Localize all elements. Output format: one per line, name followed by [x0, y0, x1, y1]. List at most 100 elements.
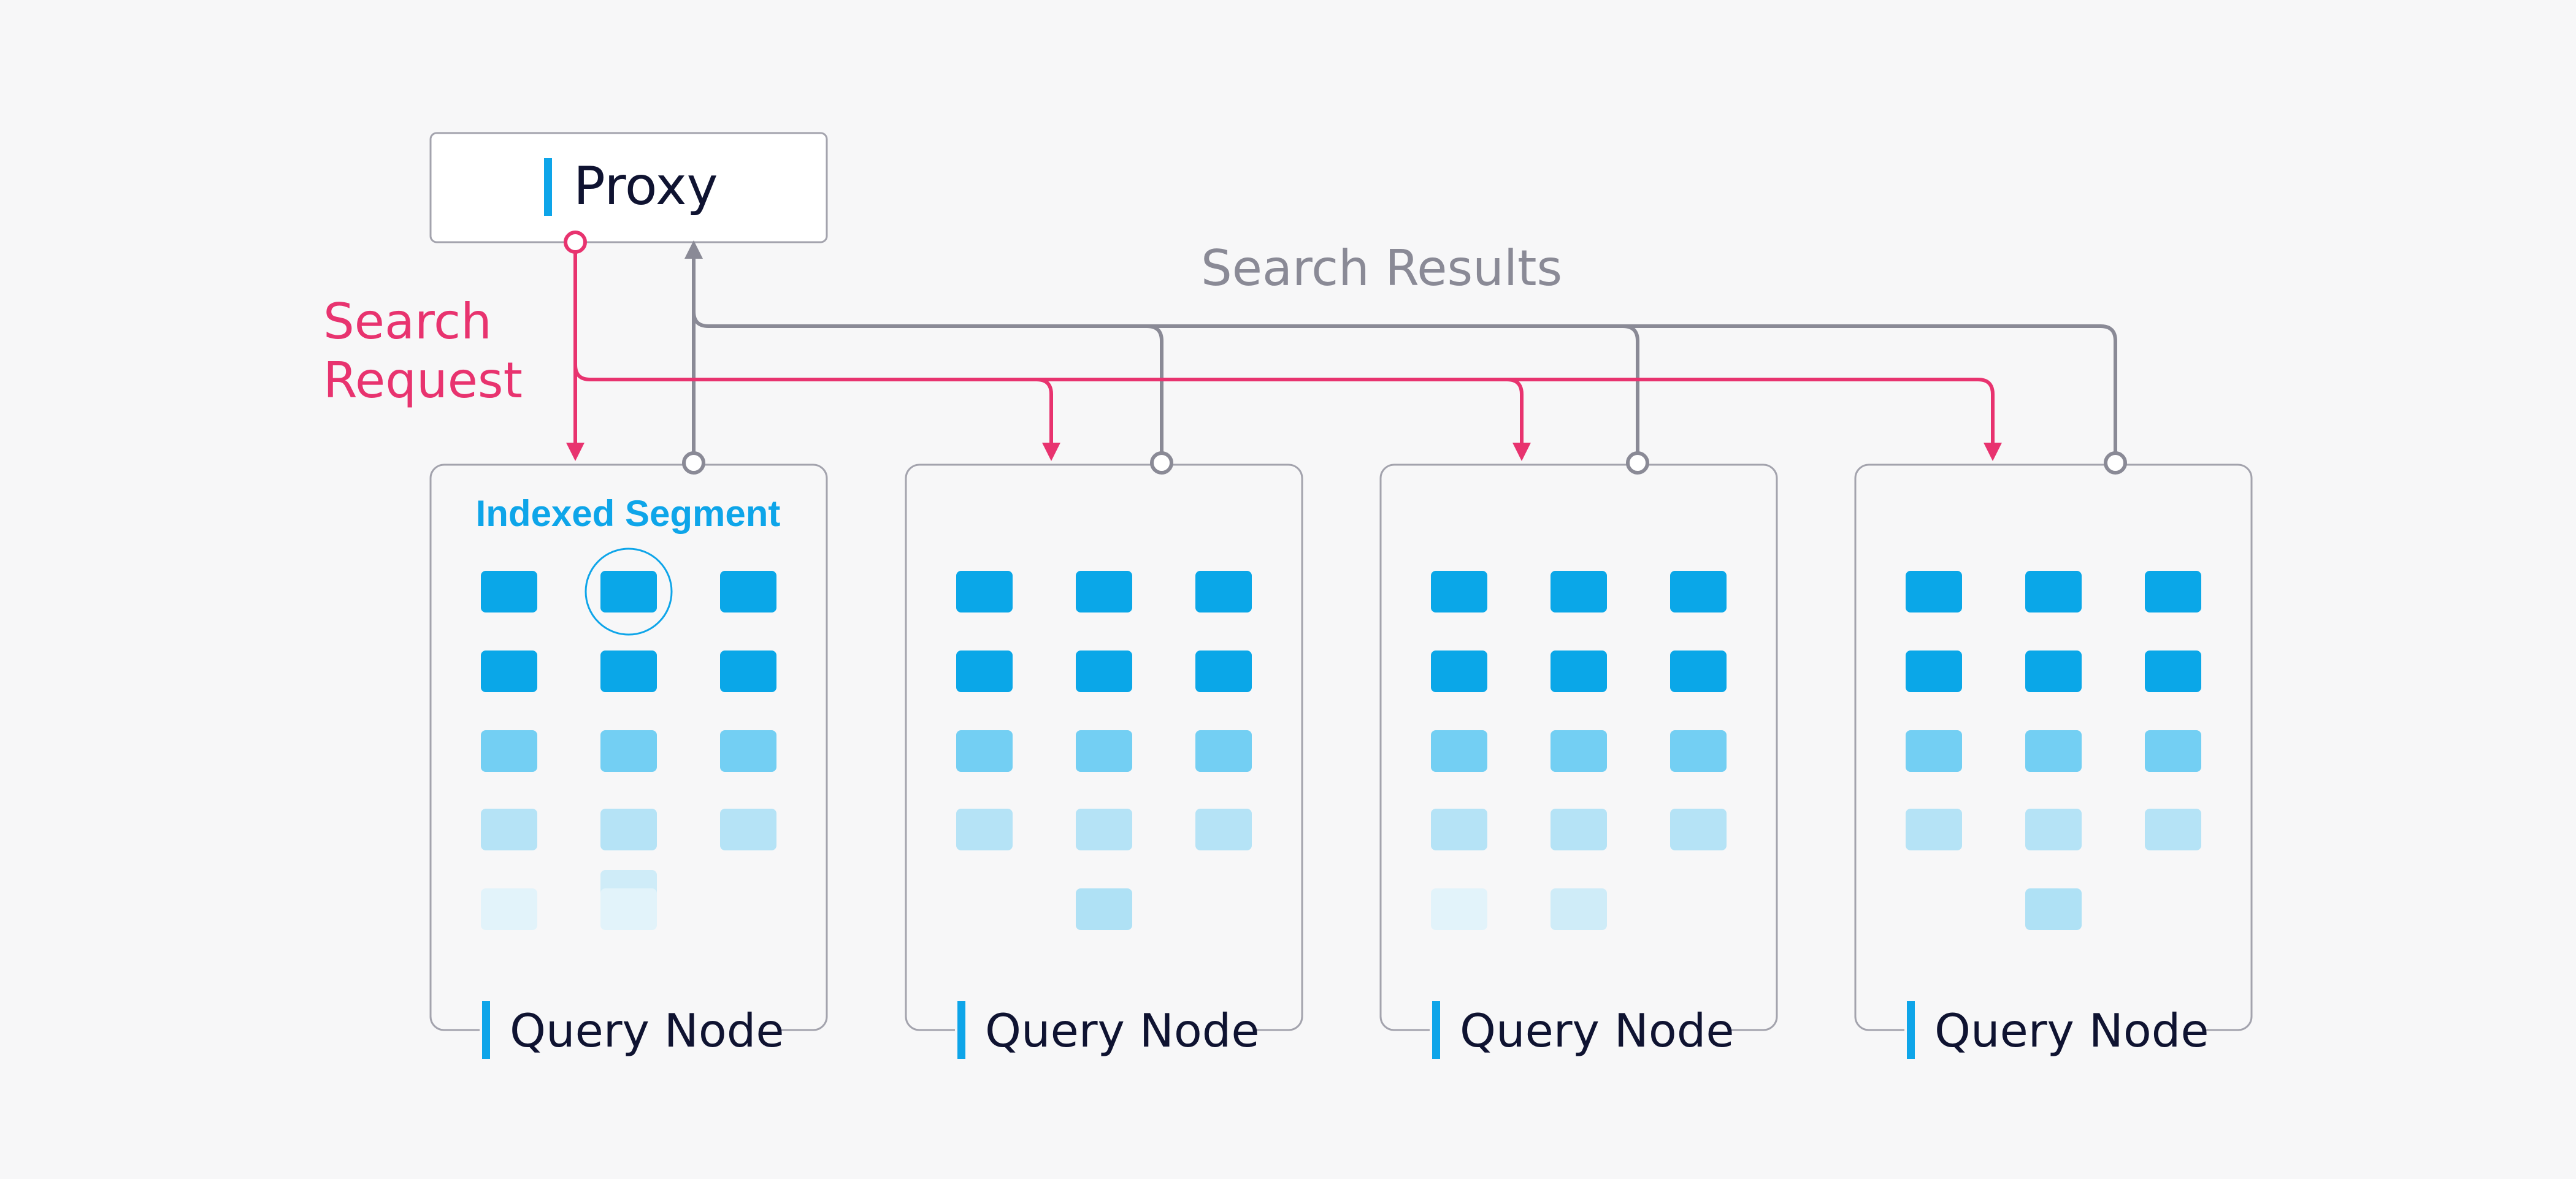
segment-block: [481, 888, 537, 930]
result-origin-circle-icon: [682, 451, 705, 475]
label-backdrop: [955, 999, 1253, 1061]
segment-block: [600, 809, 657, 850]
segment-block: [2145, 809, 2201, 850]
segment-block: [956, 571, 1013, 612]
query-node-2: Query Node: [905, 464, 1303, 1061]
segment-block: [600, 571, 657, 612]
request-branch-3: [1506, 378, 1524, 448]
search-results-label: Search Results: [1201, 240, 1562, 297]
segment-block: [2145, 571, 2201, 612]
label-backdrop: [1430, 999, 1728, 1061]
result-origin-circle-icon: [2104, 451, 2127, 475]
segment-block: [600, 888, 657, 930]
segment-block: [481, 651, 537, 692]
segment-block: [600, 730, 657, 772]
segment-block: [720, 571, 776, 612]
segment-block: [1431, 571, 1487, 612]
segment-block: [2025, 730, 2082, 772]
search-request-label-line1: Search: [323, 293, 492, 350]
segment-block: [1195, 571, 1252, 612]
query-node-4: Query Node: [1854, 464, 2253, 1061]
label-backdrop: [1904, 999, 2202, 1061]
segment-block: [1195, 651, 1252, 692]
segment-block: [1551, 809, 1607, 850]
segment-block: [1670, 571, 1727, 612]
request-branch-2: [1036, 378, 1053, 448]
query-node-accent-bar: [1907, 1001, 1915, 1059]
segment-block: [1670, 651, 1727, 692]
segment-block: [720, 730, 776, 772]
segment-block: [1076, 888, 1132, 930]
request-origin-circle-icon: [564, 231, 587, 254]
segment-block: [2025, 651, 2082, 692]
segment-block: [1670, 809, 1727, 850]
segment-block: [1076, 651, 1132, 692]
results-branch-2: [1146, 324, 1163, 463]
query-node-label: Query Node: [1460, 1004, 1735, 1058]
segment-block: [1076, 730, 1132, 772]
search-request-lines: [573, 241, 1995, 448]
segment-block: [1551, 730, 1607, 772]
query-node-accent-bar: [482, 1001, 490, 1059]
segment-block: [1431, 888, 1487, 930]
segment-block: [720, 651, 776, 692]
arrowhead-icon: [1984, 443, 2002, 461]
segment-block: [1551, 888, 1607, 930]
segment-block: [1431, 651, 1487, 692]
segment-block: [720, 809, 776, 850]
label-backdrop: [480, 999, 778, 1061]
segment-block: [956, 809, 1013, 850]
segment-block: [2145, 730, 2201, 772]
segment-block: [1195, 730, 1252, 772]
segment-block: [1906, 651, 1962, 692]
segment-block: [2025, 571, 2082, 612]
query-node-1: Query Node Indexed Segment: [429, 464, 828, 1061]
results-branch-3: [1622, 324, 1639, 463]
search-results-lines: [692, 245, 2117, 463]
query-node-label: Query Node: [985, 1004, 1260, 1058]
result-origin-circle-icon: [1150, 451, 1173, 475]
segment-block: [1670, 730, 1727, 772]
segment-block: [481, 571, 537, 612]
segment-block: [1076, 571, 1132, 612]
arrowhead-icon: [1512, 443, 1531, 461]
proxy-accent-bar: [544, 158, 552, 216]
proxy-box: Proxy: [429, 132, 828, 243]
result-origin-circle-icon: [1626, 451, 1649, 475]
segment-block: [1906, 809, 1962, 850]
arrowhead-icon: [1042, 443, 1060, 461]
segment-block: [481, 809, 537, 850]
request-bus-line: [573, 364, 1995, 448]
segment-block: [1551, 571, 1607, 612]
segment-block: [2025, 809, 2082, 850]
segment-block: [1431, 809, 1487, 850]
segment-block: [1195, 809, 1252, 850]
query-node-accent-bar: [957, 1001, 965, 1059]
segment-block: [600, 651, 657, 692]
search-request-label-line2: Request: [323, 352, 523, 409]
segment-block: [481, 730, 537, 772]
segment-block: [1076, 809, 1132, 850]
segment-block: [956, 651, 1013, 692]
segment-block: [956, 730, 1013, 772]
query-node-3: Query Node: [1379, 464, 1778, 1061]
query-node-label: Query Node: [1934, 1004, 2209, 1058]
results-bus-line: [692, 311, 2117, 463]
query-node-label: Query Node: [510, 1004, 784, 1058]
segment-block: [1431, 730, 1487, 772]
results-arrowhead-icon: [684, 240, 703, 259]
segment-block: [1551, 651, 1607, 692]
segment-block: [2145, 651, 2201, 692]
proxy-label: Proxy: [573, 156, 718, 217]
segment-block: [1906, 571, 1962, 612]
arrowhead-icon: [566, 443, 585, 461]
query-node-accent-bar: [1432, 1001, 1440, 1059]
indexed-segment-label: Indexed Segment: [476, 493, 781, 534]
segment-block: [2025, 888, 2082, 930]
segment-block: [1906, 730, 1962, 772]
highlight-ring-icon: [585, 548, 673, 636]
request-arrowheads: [566, 443, 2002, 461]
